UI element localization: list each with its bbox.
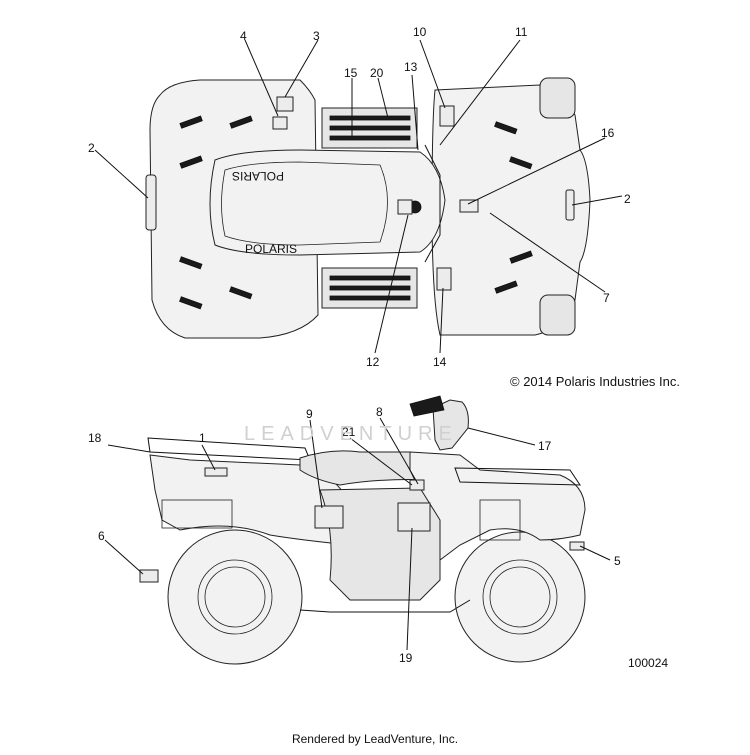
decal-21: [409, 479, 425, 491]
lower-frame: [299, 599, 471, 613]
callout-4: 4: [240, 29, 247, 43]
callout-18: 18: [88, 431, 102, 445]
decal-16: [459, 199, 479, 213]
callout-14: 14: [433, 355, 447, 369]
callout-5: 5: [614, 554, 621, 568]
front-rim: [482, 559, 558, 635]
callout-16: 16: [601, 126, 615, 140]
grip: [409, 395, 445, 417]
front-tire: [454, 531, 586, 663]
fender-vents: [179, 115, 533, 310]
rear-side-panel: [161, 499, 233, 529]
callout-21: 21: [342, 425, 356, 439]
decal-1: [204, 467, 228, 477]
callout-1: 1: [199, 431, 206, 445]
side-view-atv: [139, 395, 586, 665]
footer-credit: Rendered by LeadVenture, Inc.: [291, 732, 459, 746]
polaris-logo-bottom: POLARIS: [245, 242, 297, 256]
callout-11: 11: [515, 25, 528, 39]
polaris-logo-top: POLARIS: [232, 169, 284, 183]
callout-19: 19: [399, 651, 413, 665]
callout-2-rear: 2: [88, 141, 95, 155]
decal-4: [272, 116, 288, 130]
rear-rim-inner: [204, 566, 266, 628]
callout-2-front: 2: [624, 192, 631, 206]
floorboard-treads: [329, 115, 411, 301]
decal-14: [436, 267, 452, 291]
seat-outline: [221, 161, 388, 246]
decal-9: [314, 505, 344, 529]
handlebar: [424, 144, 441, 263]
callout-12: 12: [366, 355, 380, 369]
rear-rim: [197, 559, 273, 635]
diagram-number: 100024: [628, 656, 669, 670]
handlebar-side: [432, 399, 469, 451]
front-rim-inner: [489, 566, 551, 628]
decal-5: [569, 541, 585, 551]
callout-7: 7: [603, 291, 610, 305]
copyright-text: © 2014 Polaris Industries Inc.: [510, 374, 680, 389]
callout-3: 3: [313, 29, 320, 43]
callout-13: 13: [404, 60, 418, 74]
decal-2-rear: [145, 174, 157, 231]
top-leader-lines: [94, 39, 623, 354]
front-tire-bottom: [539, 294, 576, 336]
callout-15: 15: [344, 66, 358, 80]
callout-17: 17: [538, 439, 552, 453]
rear-tire: [167, 529, 303, 665]
callout-10: 10: [413, 25, 427, 39]
callout-9: 9: [306, 407, 313, 421]
front-tire-top: [539, 77, 576, 119]
console-decal: [397, 199, 413, 215]
decal-19: [397, 502, 431, 532]
center-body: [209, 149, 446, 256]
watermark: LEADVENTURE: [244, 423, 458, 445]
side-leader-lines: [104, 417, 611, 651]
front-rack: [454, 467, 581, 486]
decal-6: [139, 569, 159, 583]
callout-8: 8: [376, 405, 383, 419]
callout-20: 20: [370, 66, 384, 80]
callout-labels: 2 4 3 15 20 13 10 11 16 2 7 12 14 18 1 9…: [88, 25, 631, 665]
top-view-atv: POLARIS POLARIS: [145, 77, 591, 339]
callout-6: 6: [98, 529, 105, 543]
decal-10: [439, 105, 455, 127]
engine-block: [479, 499, 521, 541]
decal-3: [276, 96, 294, 112]
